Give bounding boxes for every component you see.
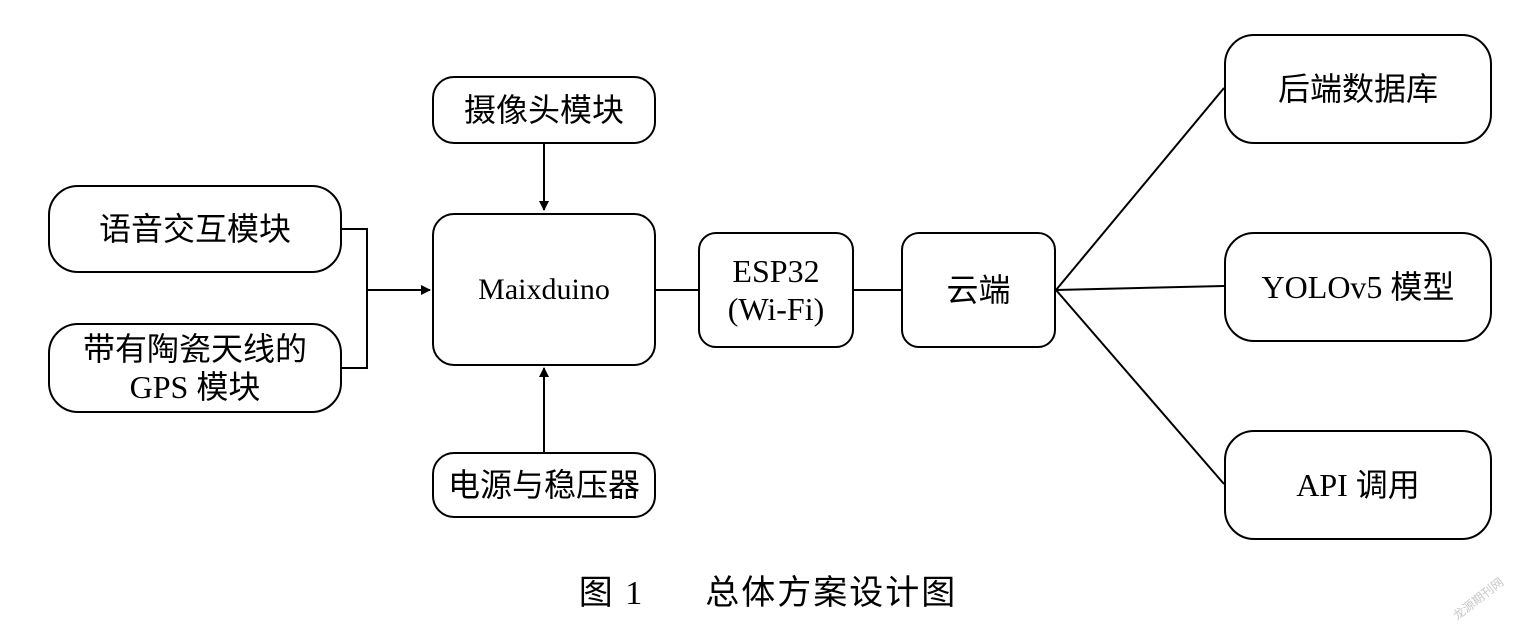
figure-caption: 图 1 总体方案设计图 bbox=[0, 565, 1536, 614]
camera-module-label: 摄像头模块 bbox=[463, 92, 624, 128]
camera-module-node: 摄像头模块 bbox=[432, 76, 656, 144]
gps-module-node: 带有陶瓷天线的 GPS 模块 bbox=[48, 323, 342, 413]
edge-voice-bracket bbox=[341, 228, 368, 369]
yolov5-model-node: YOLOv5 模型 bbox=[1224, 232, 1492, 342]
backend-database-label: 后端数据库 bbox=[1277, 71, 1438, 107]
gps-module-label-line2: GPS 模块 bbox=[129, 369, 261, 405]
cloud-label: 云端 bbox=[946, 272, 1011, 308]
esp32-label-line1: ESP32 bbox=[732, 253, 820, 289]
yolov5-model-label: YOLOv5 模型 bbox=[1261, 269, 1455, 305]
figure-number: 图 1 bbox=[578, 575, 645, 612]
backend-database-node: 后端数据库 bbox=[1224, 34, 1492, 144]
api-call-label: API 调用 bbox=[1296, 467, 1420, 503]
voice-module-node: 语音交互模块 bbox=[48, 185, 342, 273]
maixduino-node: Maixduino bbox=[432, 213, 656, 366]
power-regulator-node: 电源与稳压器 bbox=[432, 452, 656, 518]
edge-cloud-yolo bbox=[1055, 285, 1225, 291]
api-call-node: API 调用 bbox=[1224, 430, 1492, 540]
voice-module-label: 语音交互模块 bbox=[98, 211, 291, 247]
power-regulator-label: 电源与稳压器 bbox=[447, 467, 640, 503]
maixduino-label: Maixduino bbox=[478, 272, 610, 306]
esp32-node: ESP32 (Wi-Fi) bbox=[698, 232, 854, 348]
edge-cloud-database bbox=[1055, 87, 1225, 291]
figure-title: 总体方案设计图 bbox=[705, 575, 958, 612]
esp32-label-line2: (Wi-Fi) bbox=[727, 291, 825, 327]
cloud-node: 云端 bbox=[901, 232, 1056, 348]
edge-cloud-api bbox=[1055, 289, 1225, 485]
gps-module-label-line1: 带有陶瓷天线的 bbox=[82, 331, 307, 367]
